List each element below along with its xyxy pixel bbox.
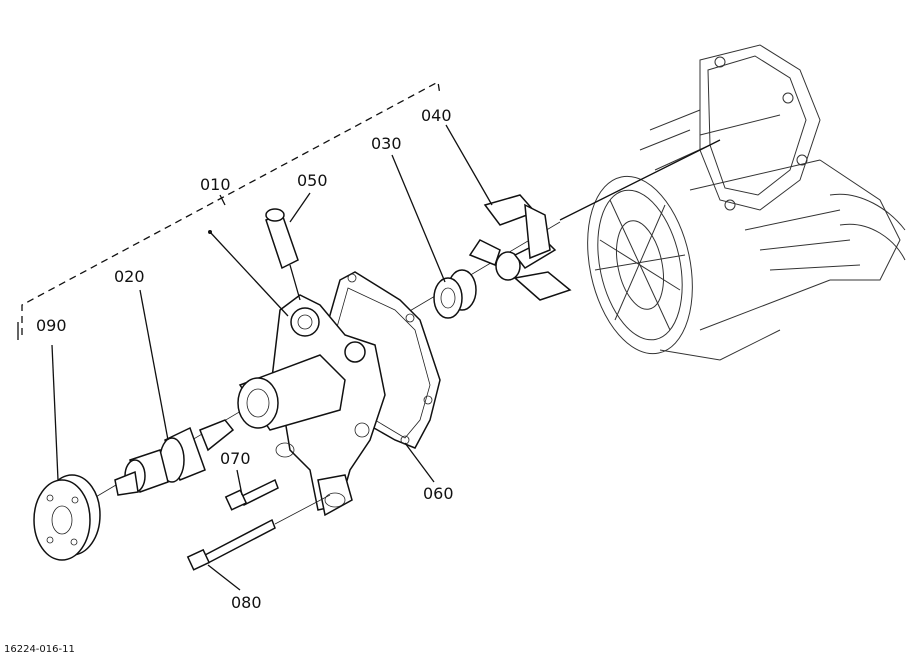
engine-block bbox=[559, 44, 906, 361]
bolt-080 bbox=[186, 494, 331, 571]
water-pump-body-010 bbox=[208, 230, 386, 517]
callout-050: 050 bbox=[297, 171, 328, 190]
callout-040: 040 bbox=[421, 106, 452, 125]
leader-lines bbox=[51, 124, 493, 591]
callout-090: 090 bbox=[36, 316, 67, 335]
bolt-070 bbox=[224, 478, 279, 511]
mechanical-seal-030 bbox=[433, 269, 477, 319]
callout-080: 080 bbox=[231, 593, 262, 612]
callout-030: 030 bbox=[371, 134, 402, 153]
figure-code: 16224-016-11 bbox=[4, 644, 75, 655]
callout-060: 060 bbox=[423, 484, 454, 503]
pipe-050 bbox=[265, 208, 301, 301]
callout-070: 070 bbox=[220, 449, 251, 468]
callout-010: 010 bbox=[200, 175, 231, 194]
bearing-shaft-020 bbox=[114, 419, 235, 496]
callout-020: 020 bbox=[114, 267, 145, 286]
flange-090 bbox=[33, 474, 101, 561]
assembly-bracket-010 bbox=[17, 80, 441, 340]
impeller-040 bbox=[468, 194, 572, 301]
